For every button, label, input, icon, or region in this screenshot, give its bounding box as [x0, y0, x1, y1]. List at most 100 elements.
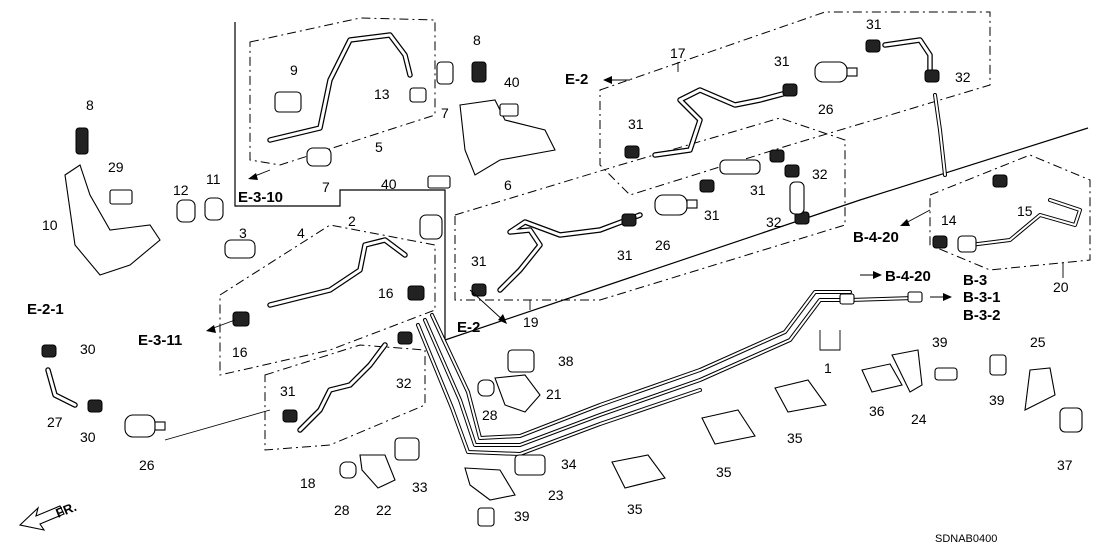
- clip-15: [992, 174, 1008, 188]
- holder-35-left: [611, 454, 666, 489]
- plate-24: [891, 349, 923, 393]
- bracket-23: [464, 467, 516, 501]
- clamp-31-left: [471, 283, 487, 297]
- bolt-40-upper: [499, 103, 519, 117]
- part-label-27: 27: [47, 414, 63, 430]
- part-label-22: 22: [376, 502, 392, 518]
- part-label-9: 9: [290, 62, 298, 78]
- clip-16-upper: [407, 285, 425, 301]
- connector-20: [957, 235, 977, 253]
- upper-left-solid-box: [234, 22, 446, 340]
- part-label-26-upper: 26: [818, 101, 834, 117]
- part-label-31-e: 31: [704, 207, 720, 223]
- holder-35-middle: [701, 409, 756, 445]
- ref-e21: E-2-1: [27, 301, 64, 318]
- part-label-13: 13: [374, 86, 390, 102]
- clamp-31-upper-left: [624, 145, 640, 159]
- left-lower-dashed-box: [264, 344, 426, 451]
- connector-8-top: [471, 61, 487, 83]
- clamp-31-middle-2: [699, 179, 715, 193]
- clip-13: [409, 87, 427, 103]
- cap-11: [204, 197, 224, 221]
- pipe-segment-middle: [719, 159, 761, 175]
- fuel-line-joint: [839, 293, 855, 305]
- clip-14: [932, 235, 948, 249]
- part-label-31-d: 31: [750, 182, 766, 198]
- pipe-segment-vertical: [789, 181, 805, 215]
- part-label-11: 11: [206, 171, 221, 187]
- bolt-39-right-2: [989, 354, 1007, 376]
- part-label-16-lower: 16: [232, 344, 248, 360]
- bolt-39-right-1: [934, 367, 958, 381]
- part-label-40-lower: 40: [381, 176, 397, 192]
- part-label-16-upper: 16: [378, 285, 394, 301]
- nut-28-upper: [477, 379, 495, 397]
- leader-26-lower: [164, 409, 271, 441]
- cushion-34: [514, 454, 546, 476]
- diagram-code: SDNAB0400: [935, 533, 997, 545]
- part-label-10: 10: [42, 217, 58, 233]
- part-label-7-lower: 7: [322, 179, 330, 195]
- part-label-32-d: 32: [396, 375, 412, 391]
- part-label-30-upper: 30: [80, 341, 96, 357]
- part-label-35-right: 35: [787, 430, 803, 446]
- part-label-36: 36: [869, 403, 885, 419]
- part-label-28-upper: 28: [482, 407, 498, 423]
- part-label-20: 20: [1053, 279, 1069, 295]
- right-dashed-box: [929, 154, 1091, 271]
- arrow-e2-lower: [469, 289, 506, 323]
- part-label-2: 2: [348, 213, 356, 229]
- cushion-38: [507, 349, 535, 373]
- nut-28-lower: [339, 461, 357, 479]
- part-label-12: 12: [173, 182, 189, 198]
- clip-7-lower: [306, 147, 332, 167]
- clamp-31-middle-1: [621, 213, 637, 227]
- clamp-30-upper: [41, 344, 57, 358]
- bolt-39-lower: [477, 507, 495, 527]
- clamp-31-lower: [282, 409, 298, 423]
- part-label-8-left: 8: [86, 97, 94, 113]
- part-label-26-lower: 26: [139, 457, 155, 473]
- ref-b420-upper: B-4-20: [853, 229, 899, 246]
- part-label-25: 25: [1030, 334, 1046, 350]
- clip-9: [274, 91, 302, 113]
- holder-36: [861, 363, 903, 393]
- part-label-33: 33: [412, 479, 428, 495]
- holder-35-right: [774, 379, 827, 413]
- clip-2: [419, 214, 443, 240]
- part-label-32-c: 32: [766, 214, 782, 230]
- clamp-31-middle-3: [769, 149, 785, 163]
- part-label-30-lower: 30: [80, 429, 96, 445]
- part-label-35-left: 35: [627, 501, 643, 517]
- clamp-30-lower: [87, 399, 103, 413]
- fuel-filter-26-lower: [124, 414, 166, 438]
- part-label-5: 5: [375, 139, 383, 155]
- part-label-7-upper: 7: [441, 105, 449, 121]
- part-label-34: 34: [561, 456, 577, 472]
- front-direction-arrow: [18, 505, 65, 531]
- right-solid-box: [444, 127, 1089, 341]
- part-label-31-c: 31: [866, 16, 882, 32]
- part-label-6: 6: [504, 177, 512, 193]
- clip-7-upper: [436, 61, 454, 85]
- bracket-25: [1024, 367, 1056, 411]
- part-label-26-middle: 26: [655, 237, 671, 253]
- clamp-32-lower: [397, 331, 413, 345]
- part-label-31-b: 31: [774, 53, 790, 69]
- part-label-21: 21: [546, 386, 562, 402]
- part-label-31-h: 31: [280, 383, 296, 399]
- part-label-15: 15: [1017, 203, 1033, 219]
- connector-8-left: [75, 127, 89, 155]
- part-label-32-b: 32: [812, 166, 828, 182]
- ref-b420-lower: B-4-20: [885, 268, 931, 285]
- ref-b3: B-3: [963, 272, 987, 289]
- part-label-29: 29: [108, 159, 124, 175]
- left-middle-dashed-box: [219, 224, 436, 376]
- clip-37: [1059, 407, 1083, 433]
- clamp-31-upper-1: [782, 83, 798, 97]
- part-label-40-upper: 40: [504, 74, 520, 90]
- part-label-8-top: 8: [473, 32, 481, 48]
- middle-dashed-box: [454, 117, 846, 301]
- bracket-10: [64, 164, 161, 276]
- part-label-37: 37: [1057, 457, 1073, 473]
